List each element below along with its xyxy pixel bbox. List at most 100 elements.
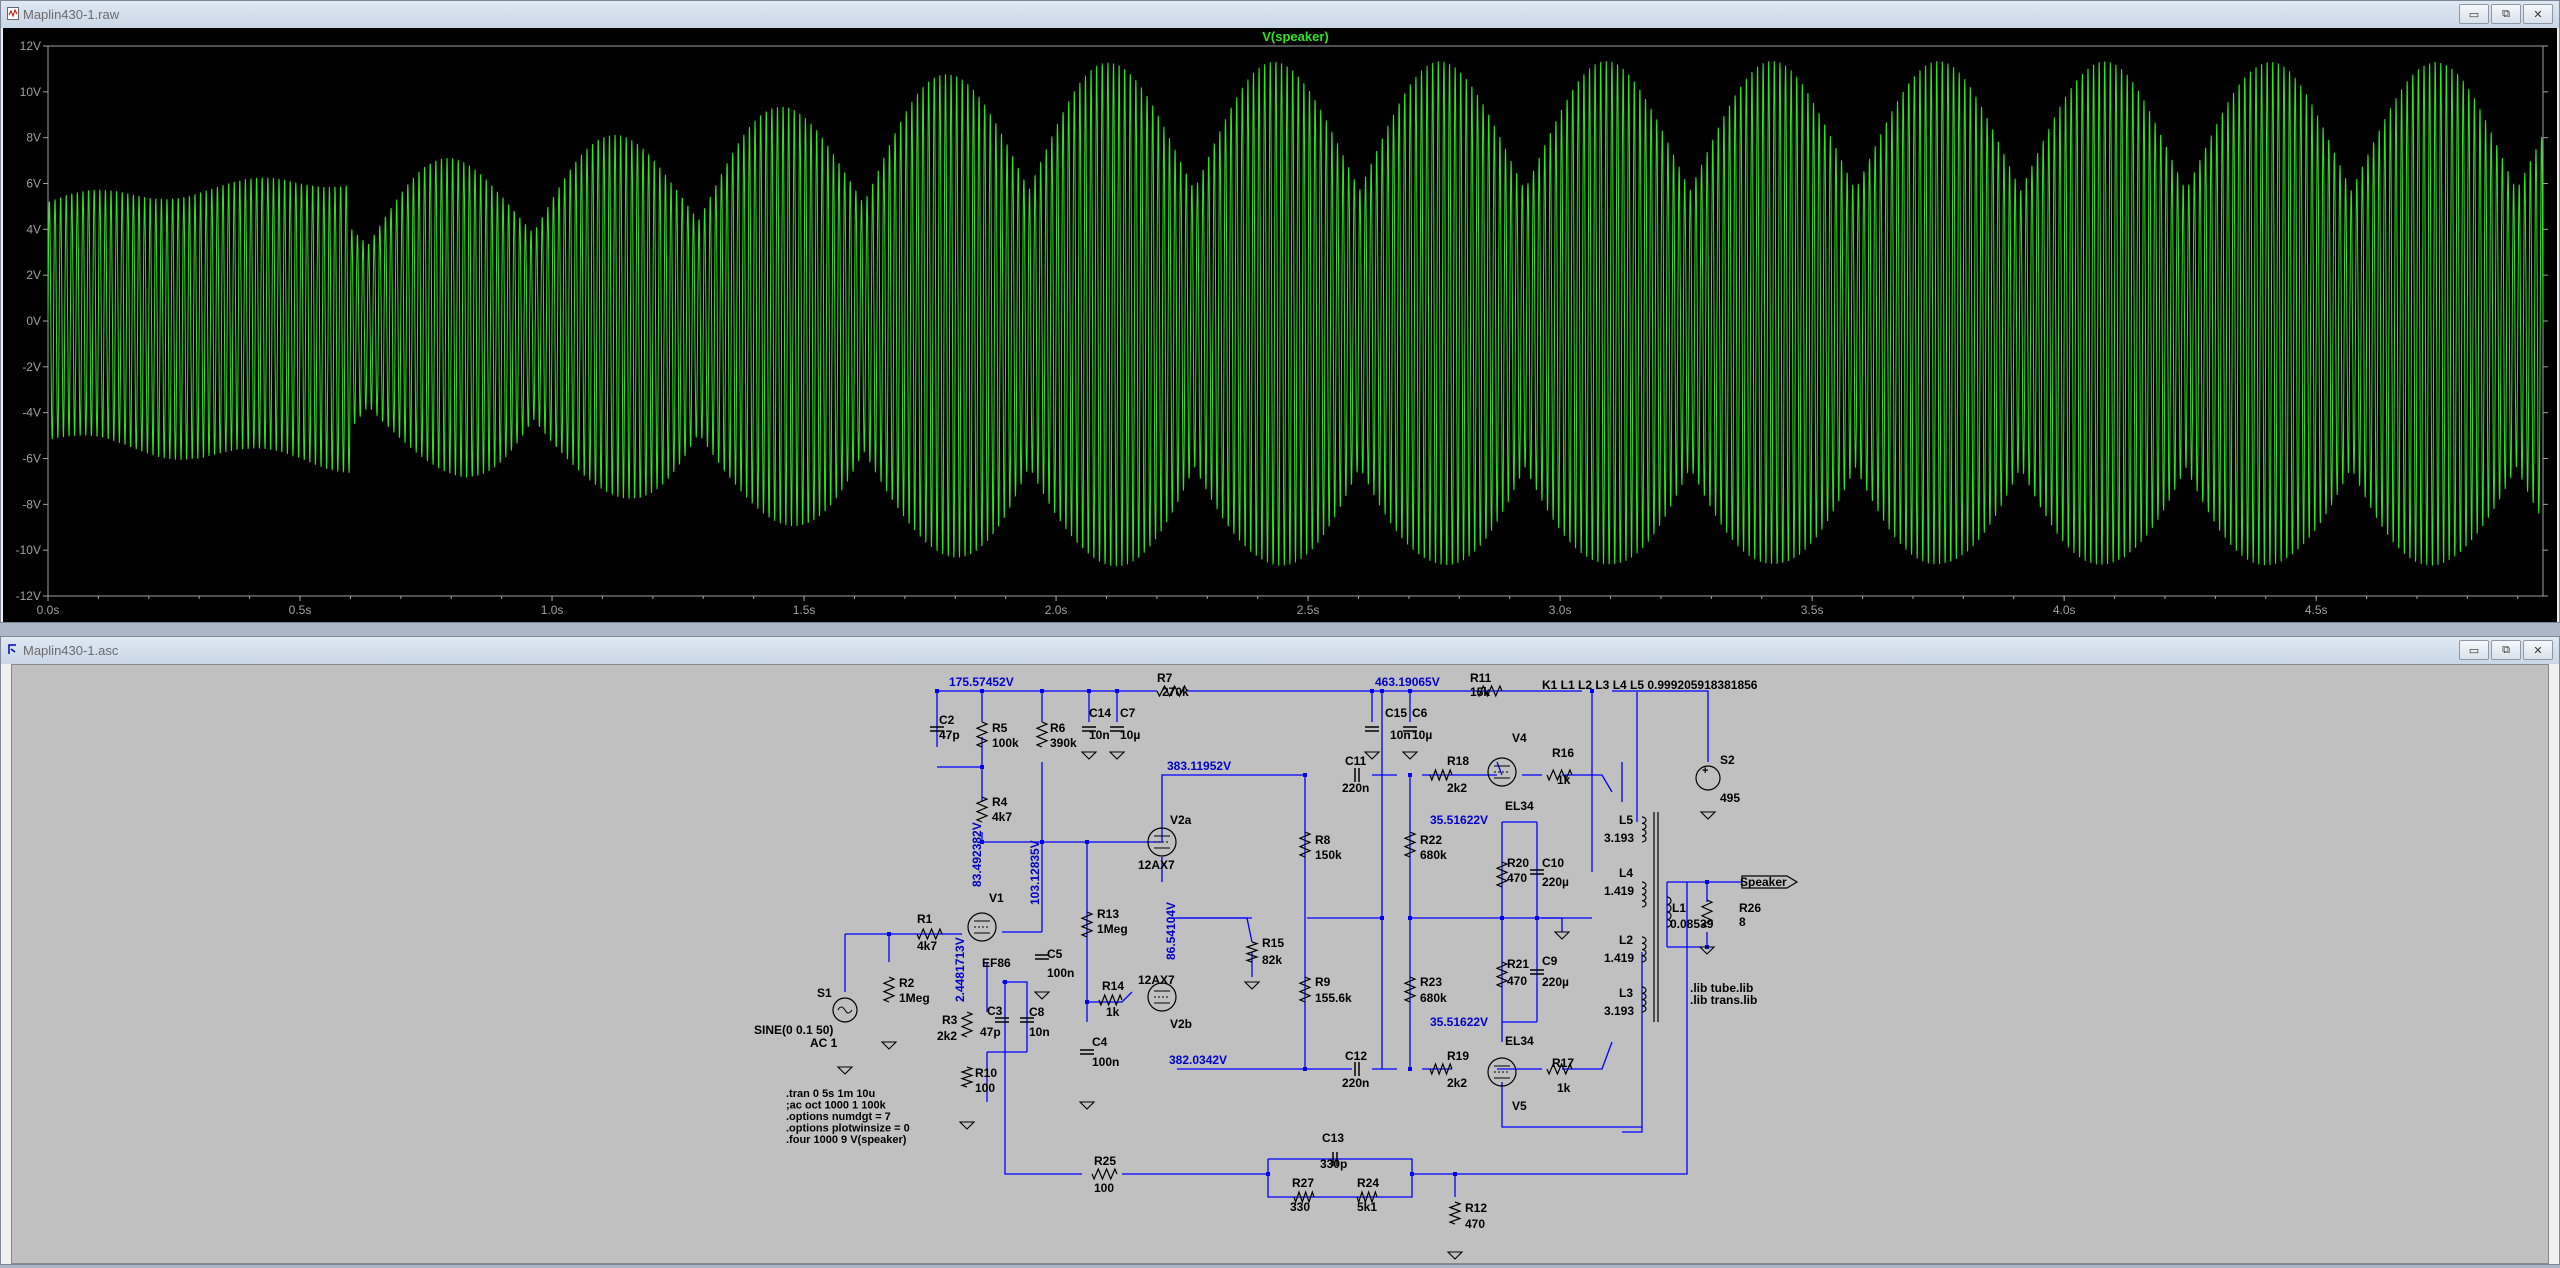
resistor-symbol	[1495, 961, 1509, 988]
junction	[1408, 1067, 1412, 1071]
resistor-symbol	[960, 1011, 974, 1038]
y-tick-label: -12V	[16, 589, 41, 603]
waveform-chart[interactable]: V(speaker)12V10V8V6V4V2V0V-2V-4V-6V-8V-1…	[3, 28, 2557, 622]
junction	[980, 765, 984, 769]
component-name-r10: R10	[975, 1066, 997, 1080]
component-name-c8: C8	[1029, 1005, 1045, 1019]
resistor-symbol	[1035, 721, 1049, 748]
junction	[1040, 689, 1044, 693]
ground-symbol	[1108, 751, 1126, 760]
waveform-close-button[interactable]: ✕	[2523, 4, 2553, 24]
resistor-symbol	[1546, 768, 1573, 782]
component-name-v2b: V2b	[1170, 1017, 1192, 1031]
ground-symbol	[1699, 811, 1717, 820]
junction	[1303, 773, 1307, 777]
junction	[1085, 1000, 1089, 1004]
component-value-r25: 100	[1094, 1181, 1114, 1195]
component-value-r23: 680k	[1420, 991, 1447, 1005]
x-tick-label: 4.0s	[2053, 603, 2076, 617]
schematic-restore-button[interactable]: ⧉	[2491, 640, 2521, 660]
component-value-r19: 2k2	[1447, 1076, 1467, 1090]
component-name-c14: C14	[1089, 706, 1111, 720]
component-value-l3: 3.193	[1604, 1004, 1634, 1018]
component-value-r8: 150k	[1315, 848, 1342, 862]
netlabel-n4: 35.51622V	[1430, 813, 1488, 827]
component-value-v5: EL34	[1505, 1034, 1534, 1048]
netlabel-n3: 383.11952V	[1167, 759, 1231, 773]
junction	[1003, 980, 1007, 984]
wire	[1562, 774, 1613, 793]
component-name-v2a: V2a	[1170, 813, 1192, 827]
wire	[1496, 761, 1503, 776]
netlabel-n8: 103.12835V	[1028, 840, 1042, 905]
component-name-r3: R3	[942, 1013, 958, 1027]
schematic-app-icon	[8, 644, 16, 654]
ground-symbol	[1363, 751, 1381, 760]
component-value-r4: 4k7	[992, 810, 1012, 824]
component-value-r16: 1k	[1557, 773, 1571, 787]
resistor-symbol	[1245, 941, 1259, 963]
component-value-c13: 330p	[1320, 1157, 1347, 1171]
component-value-c5: 100n	[1047, 966, 1074, 980]
waveform-minimize-button[interactable]: ▭	[2459, 4, 2489, 24]
junction	[1115, 689, 1119, 693]
trace-v-speaker	[47, 60, 2544, 567]
component-value-r1: 4k7	[917, 939, 937, 953]
ground-symbol	[1033, 991, 1051, 1000]
inductor-symbol	[1666, 896, 1672, 928]
waveform-titlebar[interactable]: Maplin430-1.raw ▭ ⧉ ✕	[1, 1, 2559, 28]
schematic-minimize-button[interactable]: ▭	[2459, 640, 2489, 660]
schematic-close-button[interactable]: ✕	[2523, 640, 2553, 660]
component-name-r13: R13	[1097, 907, 1119, 921]
component-value-c4: 100n	[1092, 1055, 1119, 1069]
voltage-source-s2-symbol	[1695, 765, 1721, 791]
ground-symbol	[1698, 946, 1716, 955]
junction	[1380, 689, 1384, 693]
component-value-c12: 220n	[1342, 1076, 1369, 1090]
y-tick-label: 12V	[20, 39, 41, 53]
component-value-c9: 220µ	[1542, 975, 1569, 989]
component-value-r13: 1Meg	[1097, 922, 1128, 936]
resistor-symbol	[1448, 1201, 1462, 1225]
netlabel-n6: 382.0342V	[1169, 1053, 1227, 1067]
ground-symbol	[880, 1041, 898, 1050]
lib-directive-2: .lib trans.lib	[1690, 993, 1757, 1007]
inductor-symbol	[1641, 816, 1647, 843]
component-value-r18: 2k2	[1447, 781, 1467, 795]
resistor-symbol	[1429, 768, 1453, 782]
component-name-c11: C11	[1345, 754, 1367, 768]
component-name-r14: R14	[1102, 979, 1124, 993]
y-tick-label: 8V	[26, 131, 41, 145]
component-value-r14: 1k	[1106, 1005, 1120, 1019]
component-name-r5: R5	[992, 721, 1008, 735]
spice-directive-3: .options numdgt = 7	[786, 1111, 891, 1123]
schematic-titlebar[interactable]: Maplin430-1.asc ▭ ⧉ ✕	[1, 637, 2559, 664]
component-value-c11: 220n	[1342, 781, 1369, 795]
component-name-c3: C3	[987, 1004, 1003, 1018]
junction	[980, 689, 984, 693]
resistor-symbol	[1546, 1062, 1573, 1076]
resistor-symbol	[960, 1066, 974, 1088]
component-value-r10: 100	[975, 1081, 995, 1095]
junction	[887, 932, 891, 936]
component-value-c15: 10n	[1390, 728, 1411, 742]
resistor-symbol	[882, 976, 896, 1003]
y-tick-label: -2V	[22, 360, 41, 374]
component-name-r20: R20	[1507, 856, 1529, 870]
component-value-r11: 15k	[1470, 685, 1490, 699]
waveform-restore-button[interactable]: ⧉	[2491, 4, 2521, 24]
component-name-v5: V5	[1512, 1099, 1527, 1113]
component-name-r24: R24	[1357, 1176, 1379, 1190]
y-tick-label: 0V	[26, 314, 41, 328]
netlabel-n9: 86.54104V	[1164, 902, 1178, 960]
component-name-r18: R18	[1447, 754, 1469, 768]
resistor-symbol	[975, 796, 989, 823]
component-name-r9: R9	[1315, 975, 1331, 989]
component-name-r21: R21	[1507, 957, 1529, 971]
y-tick-label: 10V	[20, 85, 41, 99]
wire	[1501, 1082, 1642, 1128]
